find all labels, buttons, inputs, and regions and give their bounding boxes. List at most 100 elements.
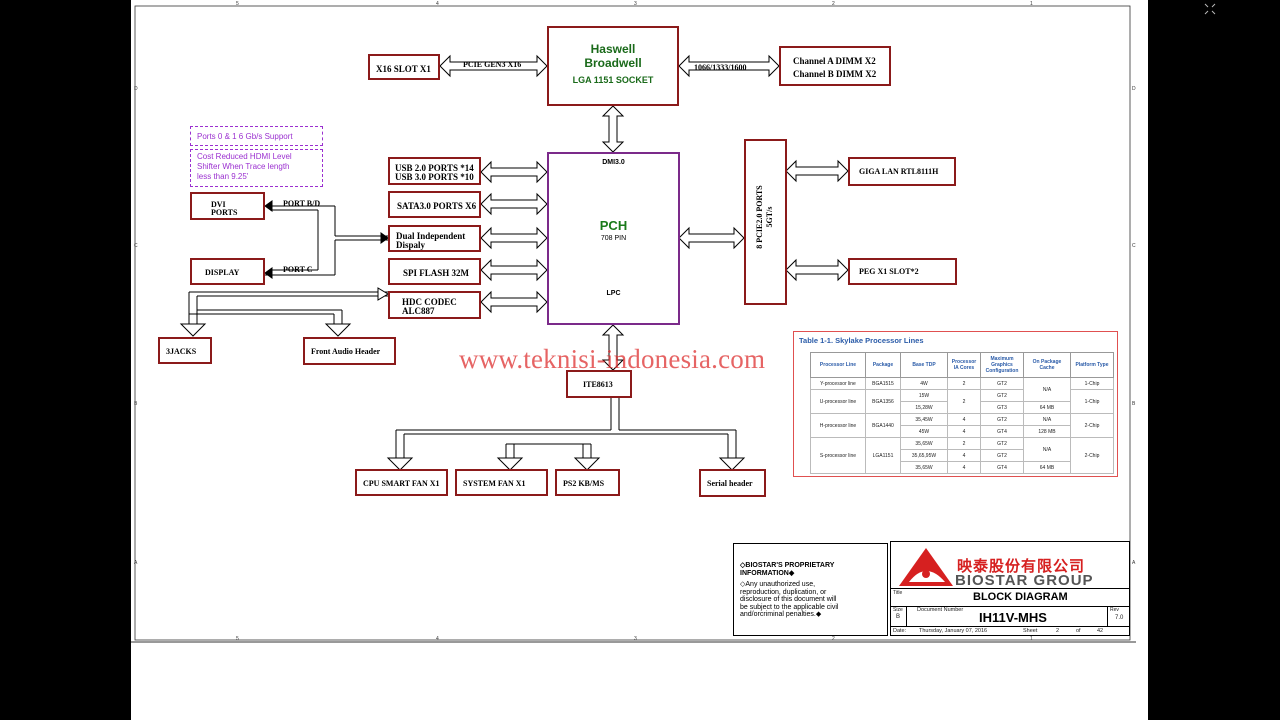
table-row: S-processor line LGA1151 35,65W 2 GT2 N/… (810, 437, 1114, 474)
pcie-ports-line1: 8 PCIE2.0 PORTS (755, 185, 764, 249)
company-en: BIOSTAR GROUP (955, 572, 1094, 589)
lan-block: GIGA LAN RTL8111H (848, 157, 956, 186)
dvi-line1: DVI (211, 200, 226, 209)
table-cell: 15,28W (900, 401, 948, 414)
sata-block: SATA3.0 PORTS X6 (388, 191, 481, 218)
ruler-side-right-b: B (1132, 401, 1136, 407)
cpu-block: Haswell Broadwell LGA 1151 SOCKET (547, 26, 679, 106)
port-bd-label: PORT B/D (283, 199, 321, 208)
ruler-top-3: 3 (634, 1, 637, 7)
prop-line4: reproduction, duplication, or (740, 588, 827, 596)
serial-header-block: Serial header (699, 469, 766, 497)
hdc-codec-block: HDC CODEC ALC887 (388, 291, 481, 319)
port-c-label: PORT C (283, 265, 313, 274)
table-cell: 2 (947, 389, 981, 414)
peg-label: PEG X1 SLOT*2 (859, 267, 919, 276)
dual-line1: Dual Independent (396, 231, 466, 241)
title-label: Title (893, 590, 903, 596)
date-label: Date: (893, 628, 907, 634)
table-cell: 2 (947, 437, 981, 450)
ruler-bottom-3: 3 (634, 636, 637, 642)
expand-arrows-icon[interactable] (1204, 3, 1216, 15)
rev-label: Rev (1110, 607, 1119, 613)
3jacks-block: 3JACKS (158, 337, 212, 364)
size-separator (906, 606, 907, 626)
table-cell: BGA1515 (865, 377, 901, 390)
pch-title: PCH (599, 218, 628, 233)
ruler-side-b: B (134, 401, 138, 407)
table-cell: 4W (900, 377, 948, 390)
pch-pins: 708 PIN (600, 235, 627, 242)
docnum-divider (891, 606, 1129, 607)
table-cell: N/A (1023, 413, 1071, 426)
ruler-top-2: 2 (832, 1, 835, 7)
table-cell: H-processor line (810, 413, 866, 438)
table-cell: 35,65,95W (900, 449, 948, 462)
col-header-ia-cores: Processor IA Cores (947, 352, 981, 378)
prop-line1: ◇BIOSTAR'S PROPRIETARY (740, 562, 835, 569)
col-header-package: Package (865, 352, 901, 378)
ruler-side-a: A (134, 560, 138, 566)
ruler-bottom-5: 5 (236, 636, 239, 642)
note-hdmi-line3: less than 9.25' (197, 172, 249, 181)
hdc-line2: ALC887 (402, 306, 435, 316)
rev-value: 7.0 (1115, 615, 1124, 621)
processor-lines-table: Table 1-1. Skylake Processor Lines Proce… (793, 331, 1118, 477)
spi-label: SPI FLASH 32M (403, 268, 470, 278)
x16-slot-label: X16 SLOT X1 (376, 64, 431, 74)
table-cell: GT2 (980, 437, 1024, 450)
table-cell: GT4 (980, 461, 1024, 474)
col-header-graphics: Maximum Graphics Configuration (980, 352, 1024, 378)
table-cell: Y-processor line (810, 377, 866, 390)
note-hdmi-line2: Shifter When Trace length (197, 162, 290, 171)
prop-line6: be subject to the applicable civil (740, 603, 839, 611)
ps2-label: PS2 KB/MS (563, 479, 605, 488)
sata-label: SATA3.0 PORTS X6 (397, 201, 477, 211)
lpc-label: LPC (606, 290, 621, 297)
dimm-a-label: Channel A DIMM X2 (793, 56, 876, 66)
table-cell: 4 (947, 425, 981, 438)
table-cell: U-processor line (810, 389, 866, 414)
serial-label: Serial header (707, 479, 753, 488)
table-cell: BGA1356 (865, 389, 901, 414)
docnum-value: IH11V-MHS (979, 610, 1047, 625)
cpu-line2: Broadwell (584, 56, 642, 70)
table-cell: 2-Chip (1070, 413, 1114, 438)
sheet-label: Sheet (1023, 628, 1038, 634)
table-cell: 4 (947, 461, 981, 474)
ps2-block: PS2 KB/MS (555, 469, 620, 496)
table-cell: GT3 (980, 401, 1024, 414)
table-cell: 35,65W (900, 437, 948, 450)
front-audio-block: Front Audio Header (303, 337, 396, 365)
front-audio-label: Front Audio Header (311, 347, 381, 356)
rev-separator (1107, 606, 1108, 626)
ite-label: ITE8613 (583, 380, 613, 389)
pcie-ports-label: 8 PCIE2.0 PORTS 5GT/s (755, 134, 775, 300)
ruler-side-right-d: D (1132, 86, 1136, 92)
table-cell: GT2 (980, 377, 1024, 390)
note-ports-support: Ports 0 & 1 6 Gb/s Support (190, 126, 323, 146)
ruler-side-d: D (134, 86, 138, 92)
system-fan-label: SYSTEM FAN X1 (463, 479, 526, 488)
diagram-title: BLOCK DIAGRAM (973, 591, 1068, 603)
usb3-label: USB 3.0 PORTS *10 (395, 172, 474, 182)
table-cell: GT2 (980, 413, 1024, 426)
table-cell: 64 MB (1023, 461, 1071, 474)
table-cell: 15W (900, 389, 948, 402)
peg-slot-block: PEG X1 SLOT*2 (848, 258, 957, 285)
mem-speed-label: 1066/1333/1600 (694, 63, 747, 72)
table-cell: LGA1151 (865, 437, 901, 474)
table-row: U-processor line BGA1356 15W 2 GT2 1-Chi… (810, 389, 1114, 414)
x16-slot-block: X16 SLOT X1 (368, 54, 440, 80)
table-cell: GT4 (980, 425, 1024, 438)
dvi-line2: PORTS (211, 208, 238, 217)
table-cell: 4 (947, 413, 981, 426)
table-row: H-processor line BGA1440 35,45W 4 GT2 N/… (810, 413, 1114, 438)
company-cn: 映泰股份有限公司 (957, 558, 1086, 575)
prop-line5: disclosure of this document will (740, 596, 837, 603)
ruler-side-right-a: A (1132, 560, 1136, 566)
table-cell: GT2 (980, 449, 1024, 462)
watermark-text: www.teknisi-indonesia.com (459, 344, 766, 374)
table-cell: 1-Chip (1070, 377, 1114, 390)
table-row: 15,28W GT3 64 MB (811, 401, 1114, 414)
